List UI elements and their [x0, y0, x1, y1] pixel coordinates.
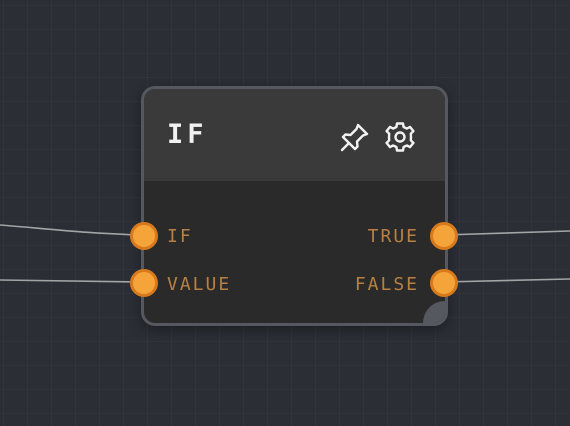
output-label-true: TRUE	[367, 226, 419, 247]
output-port-false[interactable]	[430, 269, 458, 297]
output-port-true[interactable]	[430, 222, 458, 250]
if-node[interactable]: IF IF VALUE	[141, 86, 448, 326]
wire-true-output[interactable]	[443, 230, 570, 236]
gear-icon[interactable]	[383, 120, 417, 154]
input-label-if: IF	[167, 226, 193, 247]
node-header[interactable]: IF	[144, 89, 445, 181]
input-label-value: VALUE	[167, 274, 232, 295]
output-label-false: FALSE	[354, 274, 419, 295]
wire-if-input[interactable]	[0, 224, 145, 236]
input-port-if[interactable]	[130, 222, 158, 250]
node-title: IF	[167, 119, 208, 150]
resize-handle[interactable]	[423, 301, 445, 323]
input-port-value[interactable]	[130, 269, 158, 297]
pin-icon[interactable]	[338, 120, 372, 154]
wire-value-input[interactable]	[0, 279, 145, 283]
wire-false-output[interactable]	[443, 278, 570, 283]
